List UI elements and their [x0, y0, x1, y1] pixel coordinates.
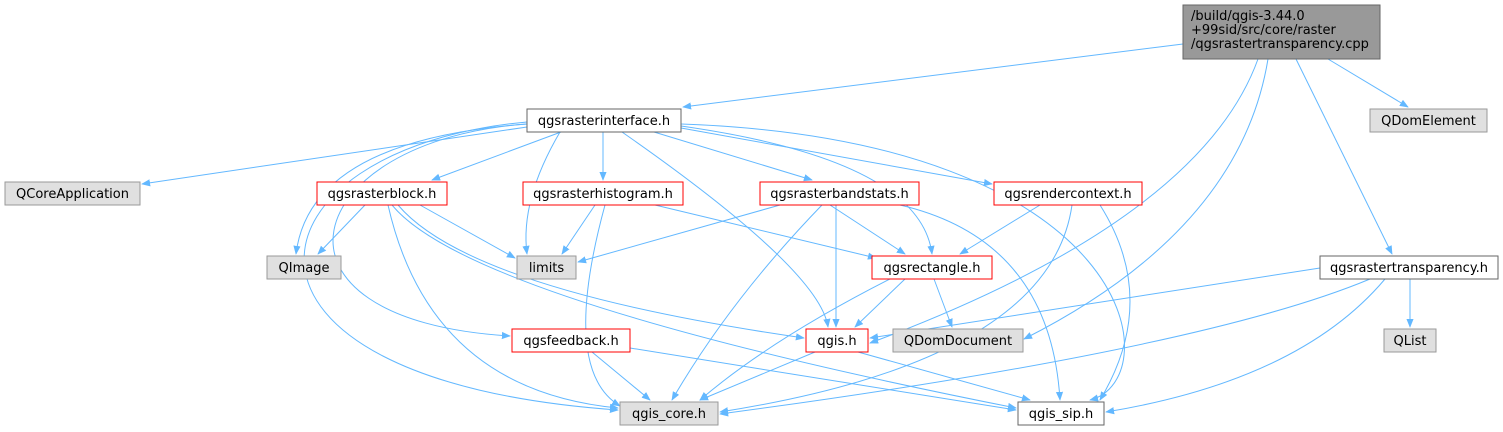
node-box-qdomelement	[1369, 108, 1488, 133]
edge-qgsfeedback-to-qgis_sip	[629, 347, 1017, 413]
edge-qgsrastertransparency-to-qgis_sip	[1105, 278, 1386, 415]
node-qimage: QImage	[266, 255, 342, 280]
node-box-qgsrasterblock	[316, 181, 448, 206]
node-label-qgsfeedback: qgsfeedback.h	[523, 334, 618, 349]
node-label-root: /qgsrastertransparency.cpp	[1191, 37, 1369, 52]
edge-qgsrasterhistogram-to-qgsrectangle	[654, 204, 877, 260]
node-box-qgsrasterhistogram	[522, 181, 684, 206]
node-label-root: /build/qgis-3.44.0	[1191, 9, 1305, 24]
node-box-qgsrasterbandstats	[759, 181, 920, 206]
edge-qgsrasterhistogram-to-qgis_core	[585, 204, 621, 407]
edge-qgsrasterhistogram-to-limits	[561, 204, 596, 255]
node-label-qgsrectangle: qgsrectangle.h	[883, 261, 980, 276]
node-qgis_sip[interactable]: qgis_sip.h	[1017, 401, 1105, 426]
edge-qgsrendercontext-to-qgsrectangle	[959, 204, 1041, 255]
node-qgsrasterblock[interactable]: qgsrasterblock.h	[316, 181, 448, 206]
edge-qgsrendercontext-to-qgis_core	[719, 204, 1073, 415]
node-qgsrasterhistogram[interactable]: qgsrasterhistogram.h	[522, 181, 684, 206]
node-box-qgis	[805, 328, 869, 353]
node-label-qgsrasterinterface: qgsrasterinterface.h	[538, 114, 670, 129]
edge-qgsrasterbandstats-to-limits	[577, 204, 781, 264]
node-box-qgis_core	[619, 401, 719, 426]
node-label-qgsrasterhistogram: qgsrasterhistogram.h	[533, 187, 673, 202]
node-label-qgis: qgis.h	[817, 334, 856, 349]
node-box-qgsfeedback	[511, 328, 631, 353]
node-qgsrasterbandstats[interactable]: qgsrasterbandstats.h	[759, 181, 920, 206]
node-root: /build/qgis-3.44.0+99sid/src/core/raster…	[1182, 4, 1381, 60]
node-box-qgis_sip	[1017, 401, 1105, 426]
node-label-qdomdocument: QDomDocument	[904, 334, 1012, 349]
edge-root-to-qgsrastertransparency	[1295, 58, 1393, 255]
edge-root-to-qgsrasterinterface	[682, 43, 1184, 110]
node-qgsfeedback[interactable]: qgsfeedback.h	[511, 328, 631, 353]
edge-qgsrasterblock-to-qgis_sip	[391, 204, 1017, 410]
edge-qgsrasterinterface-to-qgsfeedback	[332, 123, 528, 340]
node-label-qgis_core: qgis_core.h	[632, 407, 706, 422]
node-box-qgsrasterinterface	[526, 108, 682, 133]
node-label-limits: limits	[529, 261, 565, 276]
edge-root-to-qdomelement	[1327, 58, 1409, 108]
node-box-qdomdocument	[892, 328, 1024, 353]
node-qgsrasterinterface[interactable]: qgsrasterinterface.h	[526, 108, 682, 133]
node-label-qgis_sip: qgis_sip.h	[1029, 407, 1093, 422]
edge-qgsrasterblock-to-qgis	[397, 204, 805, 341]
edge-qgsrectangle-to-qdomdocument	[933, 278, 953, 328]
node-qcoreapplication: QCoreApplication	[4, 181, 141, 206]
edge-qgis-to-qgis_sip	[857, 351, 1031, 402]
node-qgsrastertransparency[interactable]: qgsrastertransparency.h	[1319, 255, 1499, 280]
node-label-root: +99sid/src/core/raster	[1191, 23, 1337, 38]
edge-qgsrasterinterface-to-qgis_sip	[680, 123, 1125, 402]
node-qgis[interactable]: qgis.h	[805, 328, 869, 353]
node-box-limits	[516, 255, 577, 280]
nodes-layer: /build/qgis-3.44.0+99sid/src/core/raster…	[4, 4, 1499, 426]
node-label-qlist: QList	[1394, 334, 1427, 349]
edge-qgsrasterinterface-to-qgis	[621, 131, 831, 328]
node-label-qimage: QImage	[279, 261, 330, 276]
node-qdomdocument: QDomDocument	[892, 328, 1024, 353]
edge-qgsrendercontext-to-qgis_sip	[1099, 204, 1131, 401]
edge-root-to-qgis	[869, 58, 1259, 344]
edge-qgsrasterinterface-to-qcoreapplication	[141, 126, 528, 187]
node-box-qimage	[266, 255, 342, 280]
edge-qgsrasterinterface-to-qgsrectangle	[680, 125, 935, 255]
edge-qgsrasterblock-to-qimage	[317, 204, 366, 255]
edge-qgsrasterbandstats-to-qgis_sip	[899, 204, 1064, 401]
node-qgsrectangle[interactable]: qgsrectangle.h	[871, 255, 993, 280]
node-label-qcoreapplication: QCoreApplication	[16, 187, 129, 202]
edge-qgsfeedback-to-qgis_core	[591, 351, 651, 401]
node-limits: limits	[516, 255, 577, 280]
edge-qgsrectangle-to-qgis_core	[699, 278, 891, 401]
node-box-qgsrendercontext	[993, 181, 1143, 206]
node-label-qgsrendercontext: qgsrendercontext.h	[1004, 187, 1131, 202]
edges-layer	[141, 43, 1414, 417]
node-qlist: QList	[1383, 328, 1437, 353]
edge-qgsrasterblock-to-limits	[419, 204, 516, 259]
edge-qgsrasterbandstats-to-qgsrectangle	[829, 204, 906, 255]
node-box-qgsrectangle	[871, 255, 993, 280]
edge-qgsrasterinterface-to-qgsrasterbandstats	[653, 131, 813, 182]
edge-qgsrasterblock-to-qgis_core	[387, 204, 619, 411]
node-label-qgsrasterblock: qgsrasterblock.h	[328, 187, 437, 202]
edge-qgsrectangle-to-qgis	[854, 278, 906, 328]
edge-qgsrasterinterface-to-qgsrendercontext	[680, 127, 993, 187]
node-label-qdomelement: QDomElement	[1381, 114, 1476, 129]
edge-qgis-to-qgis_core	[699, 351, 816, 401]
node-box-qcoreapplication	[4, 181, 141, 206]
edge-root-to-qdomdocument	[1023, 58, 1269, 340]
node-qgis_core: qgis_core.h	[619, 401, 719, 426]
node-box-qgsrastertransparency	[1319, 255, 1499, 280]
node-box-qlist	[1383, 328, 1437, 353]
edge-qgsrastertransparency-to-qgis_core	[719, 278, 1371, 417]
node-box-root	[1182, 4, 1381, 60]
node-qgsrendercontext[interactable]: qgsrendercontext.h	[993, 181, 1143, 206]
edge-qgsrasterbandstats-to-qgis_core	[671, 204, 823, 401]
node-qdomelement: QDomElement	[1369, 108, 1488, 133]
edge-qgsrastertransparency-to-qgis	[869, 267, 1321, 341]
node-label-qgsrasterbandstats: qgsrasterbandstats.h	[770, 187, 909, 202]
edge-qgsrasterinterface-to-qgsrasterblock	[431, 131, 562, 181]
node-label-qgsrastertransparency: qgsrastertransparency.h	[1330, 261, 1488, 276]
